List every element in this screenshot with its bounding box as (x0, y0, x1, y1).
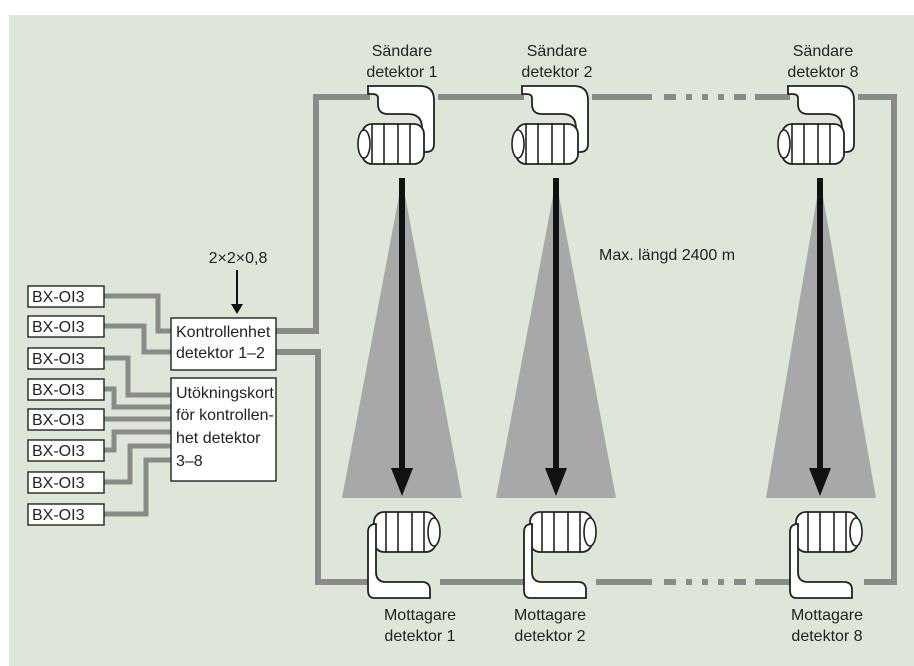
controller-box: Kontrollenhet detektor 1–2 (170, 317, 277, 371)
module-box: BX-OI3 (27, 315, 105, 338)
module-label: BX-OI3 (32, 412, 85, 429)
module-box: BX-OI3 (27, 439, 105, 462)
module-label: BX-OI3 (32, 475, 85, 492)
cable-spec-label: 2×2×0,8 (209, 250, 268, 267)
max-length-label: Max. längd 2400 m (599, 247, 735, 264)
wire-right-side (858, 94, 897, 585)
beam-arrowhead-8 (809, 468, 831, 496)
module-wiring (104, 293, 172, 517)
module-label: BX-OI3 (32, 382, 85, 399)
module-box: BX-OI3 (27, 408, 105, 431)
transmitter-1-label-line1: Sändare (372, 43, 433, 60)
module-box: BX-OI3 (27, 378, 105, 401)
receiver-2-label-line2: detektor 2 (514, 628, 585, 645)
diagram-background (9, 15, 914, 666)
expansion-line2: för kontrollen- (176, 407, 274, 424)
transmitter-8-label-line2: detektor 8 (787, 64, 858, 81)
module-label: BX-OI3 (32, 351, 85, 368)
wire-gap-dots (664, 94, 746, 585)
wire-top-left (276, 94, 370, 334)
module-list: BX-OI3 BX-OI3 BX-OI3 BX-OI3 BX-OI3 BX-OI… (27, 285, 105, 526)
module-label: BX-OI3 (32, 443, 85, 460)
beam-arrowhead-1 (391, 468, 413, 496)
module-box: BX-OI3 (27, 285, 105, 308)
controller-line1: Kontrollenhet (176, 324, 271, 341)
module-label: BX-OI3 (32, 507, 85, 524)
module-label: BX-OI3 (32, 319, 85, 336)
module-box: BX-OI3 (27, 471, 105, 494)
expansion-board-box: Utökningskort för kontrollen- het detekt… (170, 377, 277, 482)
receiver-8-label-line2: detektor 8 (791, 628, 862, 645)
receiver-1-label-line2: detektor 1 (384, 628, 455, 645)
bus-wiring (276, 94, 897, 585)
wire-bottom-left (276, 349, 372, 585)
transmitter-8-label-line1: Sändare (793, 43, 854, 60)
receiver-2-label-line1: Mottagare (514, 607, 586, 624)
expansion-line1: Utökningskort (176, 385, 274, 402)
receiver-1-label-line1: Mottagare (384, 607, 456, 624)
transmitter-2-label-line2: detektor 2 (521, 64, 592, 81)
transmitter-2-label-line1: Sändare (527, 43, 588, 60)
receiver-8-label-line1: Mottagare (791, 607, 863, 624)
beam-arrows (391, 178, 831, 496)
module-label: BX-OI3 (32, 289, 85, 306)
transmitter-1-label-line2: detektor 1 (366, 64, 437, 81)
module-box: BX-OI3 (27, 347, 105, 370)
expansion-line3: het detektor (176, 430, 261, 447)
expansion-line4: 3–8 (176, 453, 203, 470)
cable-arrow-head (231, 304, 243, 314)
beam-arrowhead-2 (545, 468, 567, 496)
module-box: BX-OI3 (27, 503, 105, 526)
controller-line2: detektor 1–2 (176, 345, 265, 362)
